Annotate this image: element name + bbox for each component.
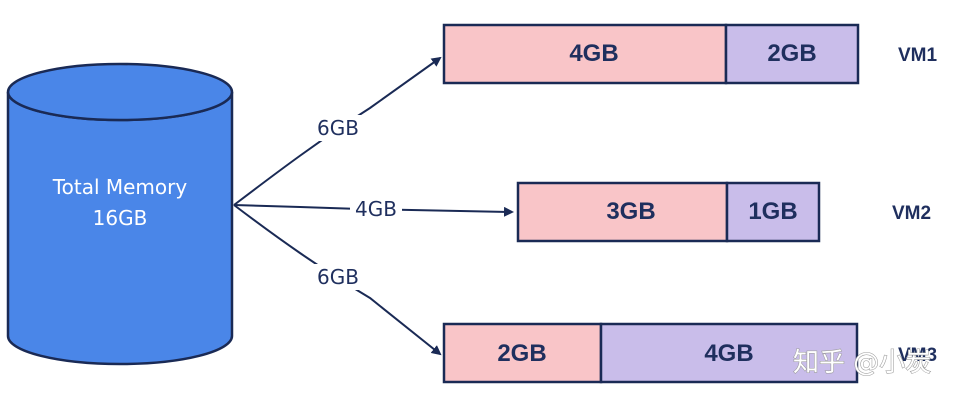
vm1-segment-used-label: 4GB [569,40,618,67]
vm2-segment-used [516,181,729,243]
vm2-label: VM2 [892,203,931,224]
arrow-to-vm2 [233,204,514,217]
vm3-label: VM3 [898,345,937,366]
vm2-memory-bar: 3GB 1GB [516,181,821,243]
allocation-arrows: 6GB 4GB 6GB [233,56,514,356]
vm3-segment-free-label: 4GB [704,340,753,367]
vm3-segment-used [442,322,603,384]
watermark: 知乎 @小炭 [793,348,931,378]
arrow-label-vm3: 6GB [317,265,359,289]
arrow-label-vm1: 6GB [317,116,359,140]
storage-title: Total Memory [52,175,188,199]
vm1-memory-bar: 4GB 2GB [442,23,860,85]
vm2-segment-used-label: 3GB [606,198,655,225]
vm1-segment-free [724,23,860,85]
vm3-segment-used-label: 2GB [497,340,546,367]
vm1-label: VM1 [898,45,938,66]
vm2-segment-free [725,181,821,243]
arrow-to-vm3 [233,204,442,356]
vm3-segment-free [599,322,859,384]
vm2-segment-free-label: 1GB [748,198,797,225]
vm1-segment-free-label: 2GB [767,40,816,67]
arrow-to-vm1 [233,56,442,206]
cylinder-top [6,62,234,122]
vm3-memory-bar: 2GB 4GB [442,322,859,384]
storage-cylinder: Total Memory 16GB [6,62,234,366]
arrow-label-vm2: 4GB [355,197,397,221]
storage-capacity: 16GB [93,206,148,230]
